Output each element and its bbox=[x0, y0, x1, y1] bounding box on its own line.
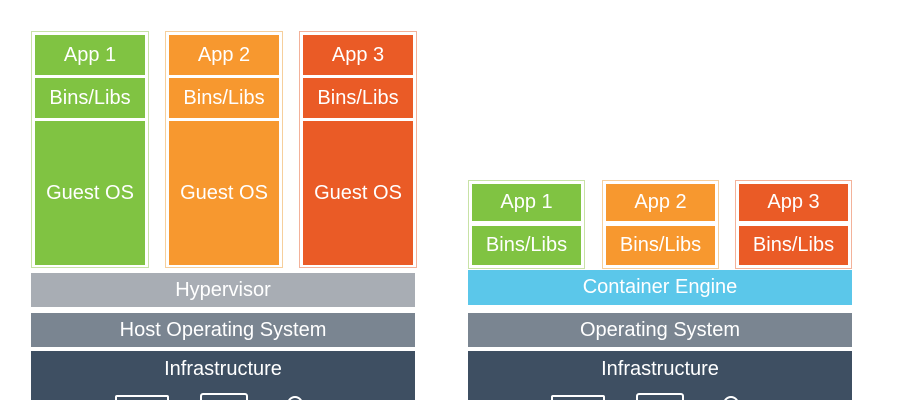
container-card-1: App 1 Bins/Libs bbox=[468, 180, 585, 269]
storage-icon bbox=[200, 393, 248, 407]
container-card-3: App 3 Bins/Libs bbox=[735, 180, 852, 269]
vm-bins-libs-1: Bins/Libs bbox=[35, 78, 145, 118]
vm-card-1: App 1 Bins/Libs Guest OS bbox=[31, 31, 149, 268]
network-icon bbox=[287, 396, 303, 412]
container-engine-layer: Container Engine bbox=[468, 270, 852, 305]
vm-guest-os-1: Guest OS bbox=[35, 121, 145, 265]
network-icon bbox=[723, 396, 739, 412]
container-infrastructure-layer: Infrastructure bbox=[468, 351, 852, 400]
container-bins-libs-1: Bins/Libs bbox=[472, 226, 581, 265]
vm-bins-libs-2: Bins/Libs bbox=[169, 78, 279, 118]
hypervisor-layer: Hypervisor bbox=[31, 273, 415, 307]
vm-bins-libs-3: Bins/Libs bbox=[303, 78, 413, 118]
container-app-1: App 1 bbox=[472, 184, 581, 221]
vm-guest-os-2: Guest OS bbox=[169, 121, 279, 265]
server-icon bbox=[551, 395, 605, 407]
container-app-2: App 2 bbox=[606, 184, 715, 221]
vm-guest-os-3: Guest OS bbox=[303, 121, 413, 265]
container-app-3: App 3 bbox=[739, 184, 848, 221]
host-os-layer: Host Operating System bbox=[31, 313, 415, 347]
container-bins-libs-2: Bins/Libs bbox=[606, 226, 715, 265]
container-infrastructure-label: Infrastructure bbox=[601, 358, 719, 380]
vm-card-2: App 2 Bins/Libs Guest OS bbox=[165, 31, 283, 268]
vm-app-3: App 3 bbox=[303, 35, 413, 75]
container-bins-libs-3: Bins/Libs bbox=[739, 226, 848, 265]
vm-infrastructure-layer: Infrastructure bbox=[31, 351, 415, 400]
server-icon bbox=[115, 395, 169, 407]
os-layer: Operating System bbox=[468, 313, 852, 347]
vm-app-1: App 1 bbox=[35, 35, 145, 75]
vm-infrastructure-label: Infrastructure bbox=[164, 358, 282, 380]
container-card-2: App 2 Bins/Libs bbox=[602, 180, 719, 269]
storage-icon bbox=[636, 393, 684, 407]
vm-card-3: App 3 Bins/Libs Guest OS bbox=[299, 31, 417, 268]
vm-app-2: App 2 bbox=[169, 35, 279, 75]
